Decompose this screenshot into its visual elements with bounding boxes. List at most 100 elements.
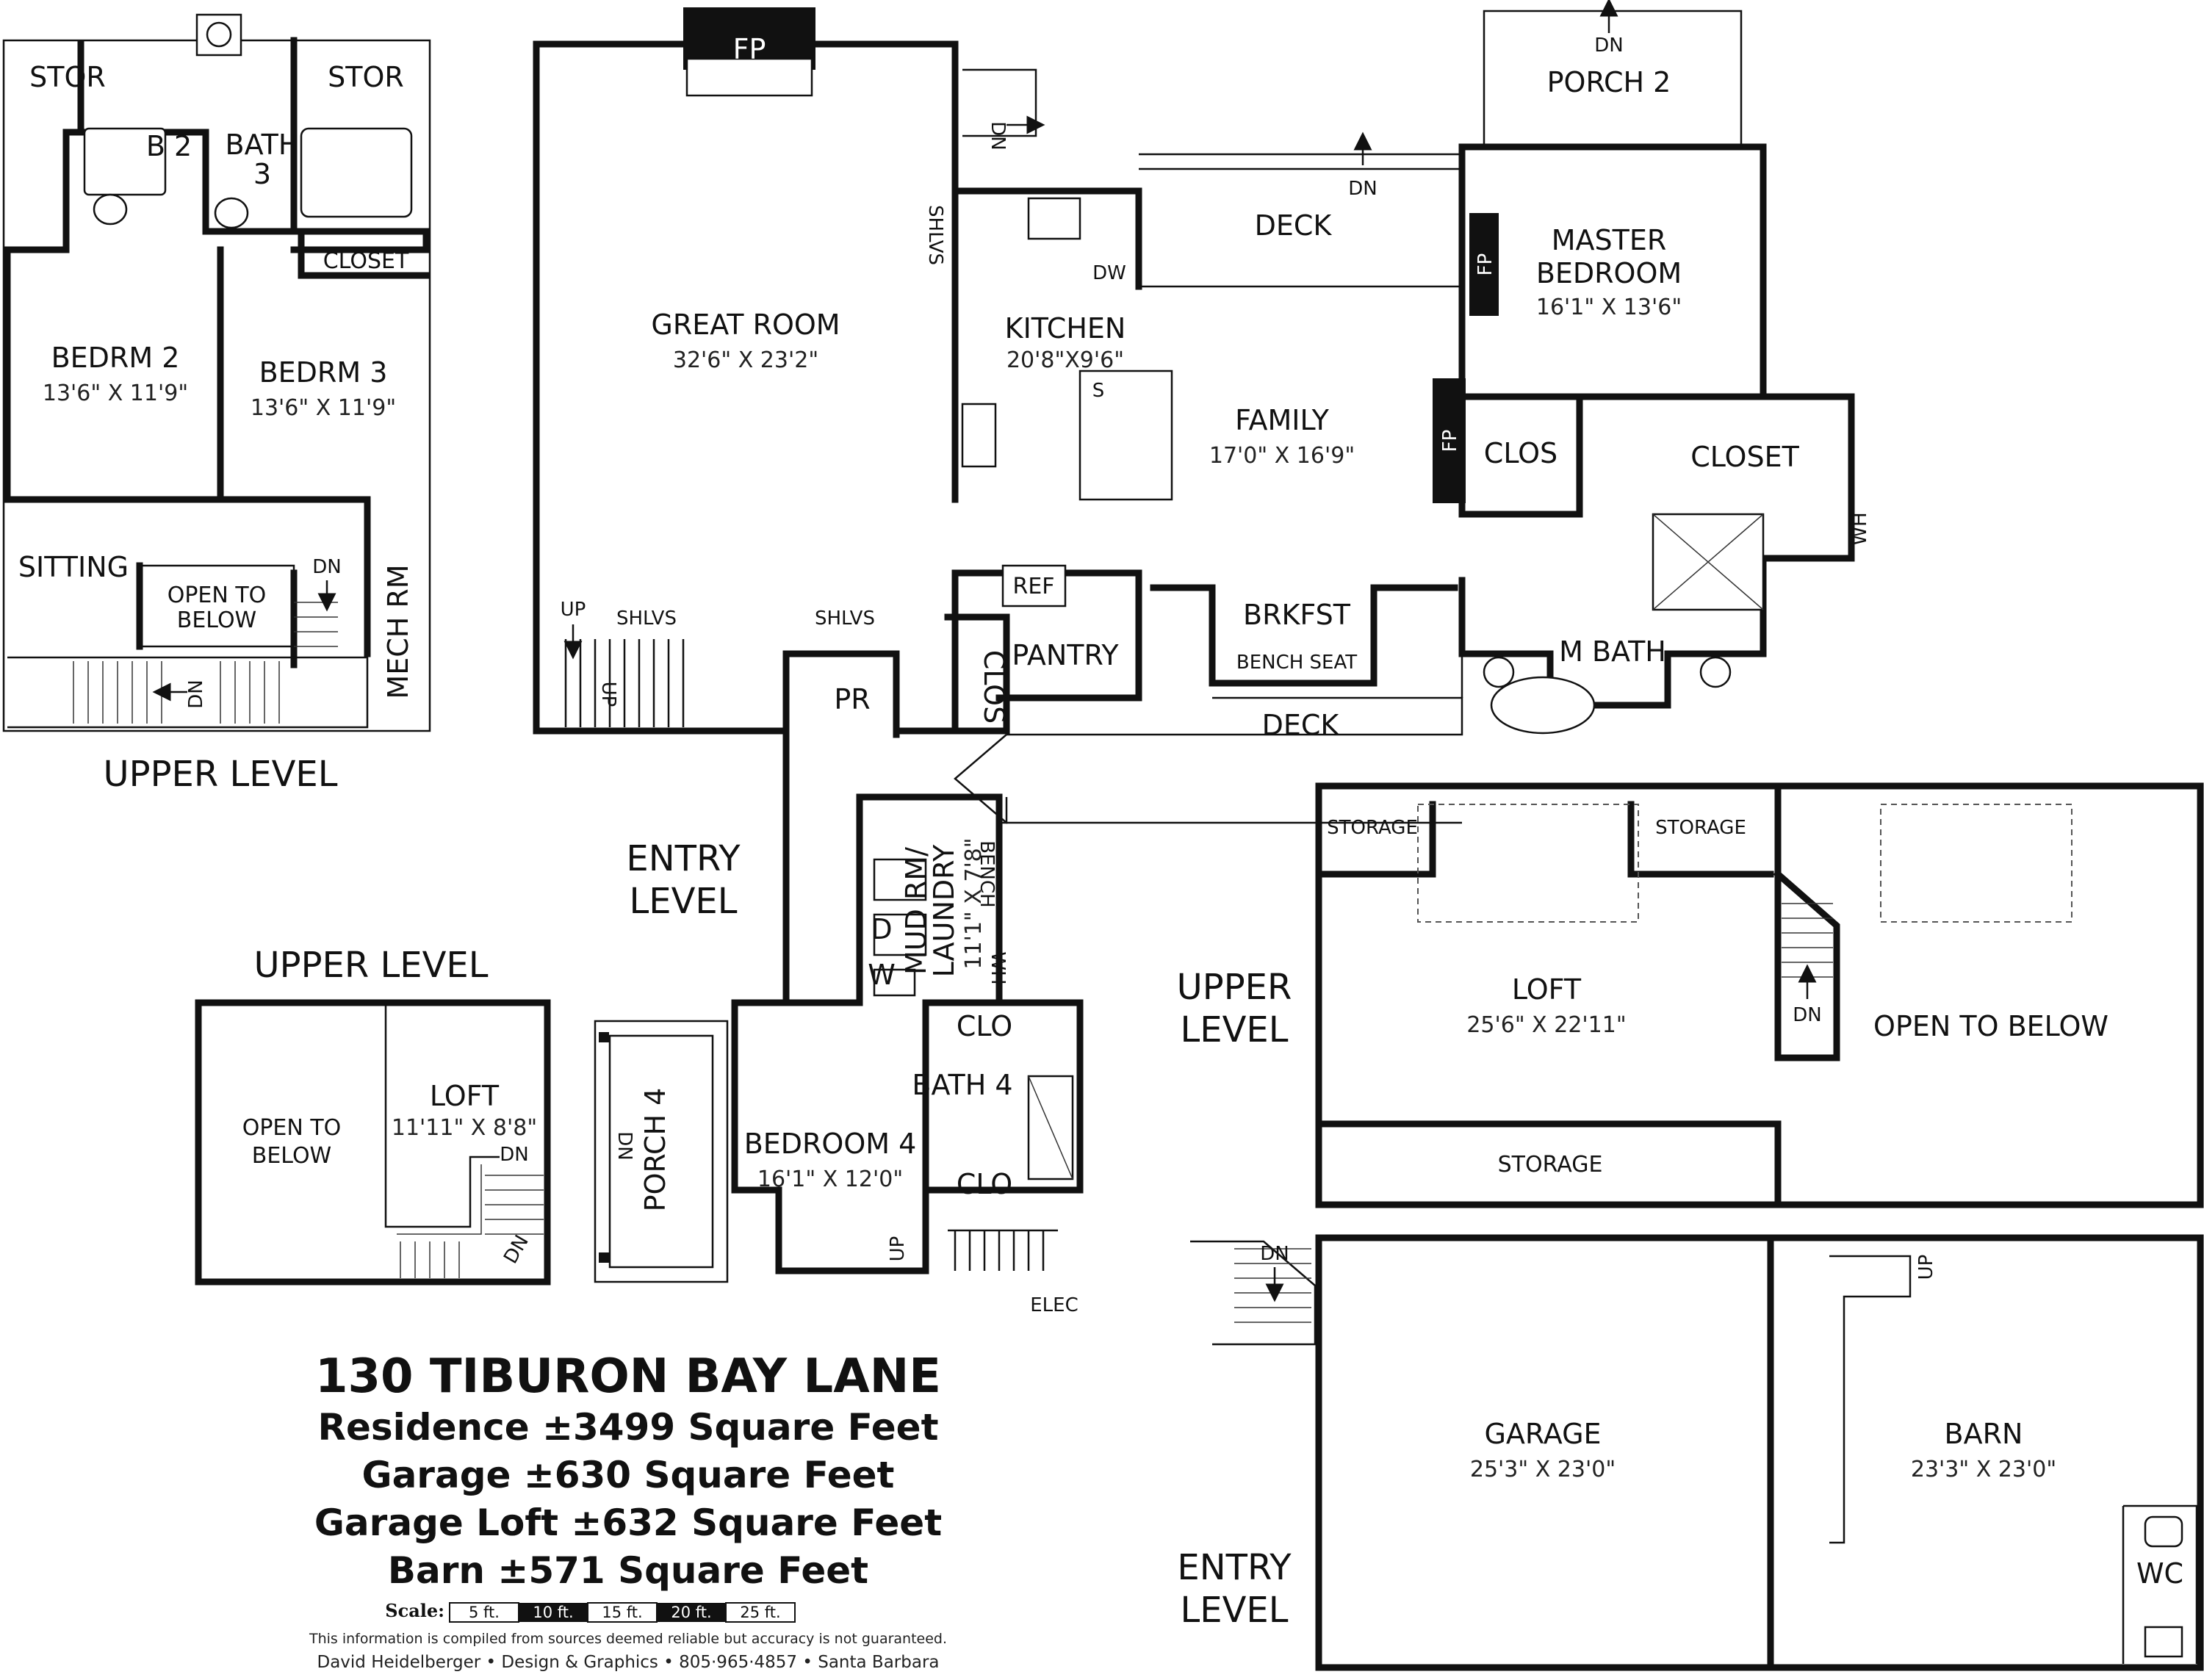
sink-label: S [1092, 380, 1105, 402]
title-block: 130 TIBURON BAY LANE Residence ±3499 Squ… [309, 1349, 947, 1672]
bedroom4-dim: 16'1" X 12'0" [757, 1167, 903, 1192]
dn-porch2-label: DN [1594, 35, 1623, 57]
guest-dn-label-1: DN [500, 1144, 528, 1166]
mud-room-dim: 11'1" X 7'8" [961, 837, 987, 969]
closet-upper-label: CLOSET [323, 248, 409, 274]
scale-tick-20: 20 ft. [671, 1604, 711, 1621]
dn-porch4-label: DN [613, 1131, 635, 1160]
bench-label: BENCH [976, 840, 998, 907]
washer-label: W [868, 959, 896, 991]
porch4-label: PORCH 4 [639, 1088, 671, 1212]
fp-family-label: FP [1439, 430, 1461, 453]
deck-bottom-label: DECK [1262, 709, 1340, 741]
shlvs-stair-label: SHLVS [616, 608, 677, 630]
bedrm3-label: BEDRM 3 [259, 356, 388, 389]
clos-vert-label: CLOS [978, 650, 1010, 724]
scale-label: Scale: [385, 1600, 444, 1621]
scale-tick-15: 15 ft. [602, 1604, 642, 1621]
scale-bar: Scale: 5 ft. 10 ft. 15 ft. 20 ft. 25 ft. [385, 1600, 796, 1623]
garage-entry-level: DN GARAGE 25'3" X 23'0" UP BARN 23'3" X … [1177, 1234, 2204, 1671]
fp-top-label: FP [733, 33, 766, 65]
barn-up-label: UP [1915, 1255, 1937, 1280]
garage-upper-dn-label: DN [1793, 1004, 1821, 1026]
brkfst-label: BRKFST [1243, 599, 1351, 631]
fp-master-label: FP [1474, 253, 1497, 276]
scale-tick-10: 10 ft. [533, 1604, 573, 1621]
guest-dn-label-2: DN [500, 1231, 533, 1267]
elec-label: ELEC [1030, 1294, 1078, 1316]
mud-room-label: MUD RM/LAUNDRY [900, 844, 960, 978]
guest-loft-label: LOFT [430, 1080, 500, 1112]
disclaimer-text: This information is compiled from source… [309, 1631, 947, 1647]
wc-label: WC [2136, 1557, 2183, 1590]
bedrm2-dim: 13'6" X 11'9" [43, 381, 188, 406]
pr-label: PR [834, 683, 870, 715]
great-room-label: GREAT ROOM [651, 309, 840, 341]
dryer-label: D [871, 913, 892, 945]
garage-dn-label: DN [1260, 1243, 1289, 1265]
shlvs-pr-label: SHLVS [815, 608, 875, 630]
clo-top-label: CLO [957, 1010, 1012, 1042]
bath4-label: BATH 4 [912, 1069, 1012, 1101]
dn-upper-label-2: DN [185, 679, 207, 708]
family-label: FAMILY [1235, 404, 1329, 436]
bedrm2-label: BEDRM 2 [51, 342, 180, 374]
great-room-dim: 32'6" X 23'2" [673, 347, 818, 373]
upper-level-title: UPPER LEVEL [104, 754, 338, 795]
bedroom4-label: BEDROOM 4 [744, 1128, 917, 1160]
garage-sqft: Garage ±630 Square Feet [362, 1454, 895, 1496]
barn-sqft: Barn ±571 Square Feet [388, 1549, 868, 1592]
dn-top-label: DN [987, 121, 1009, 150]
storage-left-label: STORAGE [1327, 817, 1418, 839]
stor-right-label: STOR [328, 61, 404, 93]
dw-label: DW [1092, 262, 1126, 284]
dn-deck-label: DN [1348, 178, 1377, 200]
bench-seat-label: BENCH SEAT [1236, 652, 1357, 674]
scale-tick-25: 25 ft. [740, 1604, 780, 1621]
pantry-label: PANTRY [1012, 639, 1119, 671]
credit-text: David Heidelberger • Design & Graphics •… [317, 1653, 939, 1672]
address-title: 130 TIBURON BAY LANE [315, 1349, 941, 1404]
bedrm3-dim: 13'6" X 11'9" [251, 395, 396, 421]
shlvs-great-room-label: SHLVS [924, 205, 946, 265]
master-bedroom-dim: 16'1" X 13'6" [1536, 295, 1682, 320]
garage-upper-level: STORAGE STORAGE LOFT 25'6" X 22'11" DN O… [1177, 782, 2204, 1208]
storage-bottom-label: STORAGE [1498, 1152, 1603, 1178]
barn-label: BARN [1945, 1418, 2023, 1450]
ref-label: REF [1012, 574, 1054, 599]
dn-upper-label-1: DN [312, 556, 341, 578]
scale-tick-5: 5 ft. [469, 1604, 500, 1621]
residence-sqft: Residence ±3499 Square Feet [318, 1406, 939, 1449]
upper-stairs [73, 602, 338, 724]
kitchen-dim: 20'8"X9'6" [1006, 347, 1124, 373]
porch2-label: PORCH 2 [1547, 66, 1671, 98]
m-bath-label: M BATH [1559, 635, 1666, 668]
garage-loft-dim: 25'6" X 22'11" [1466, 1012, 1626, 1038]
barn-dim: 23'3" X 23'0" [1911, 1457, 2056, 1482]
garage-loft-label: LOFT [1512, 973, 1582, 1006]
garage-label: GARAGE [1484, 1418, 1601, 1450]
wh-mud-label: WH [987, 951, 1009, 984]
b2-label: B 2 [146, 130, 192, 162]
up-b4-label: UP [887, 1236, 909, 1262]
mech-rm-label: MECH RM [382, 564, 414, 699]
garage-loft-sqft: Garage Loft ±632 Square Feet [314, 1501, 942, 1544]
sitting-label: SITTING [18, 551, 129, 583]
up-great-room-label: UP [561, 599, 586, 621]
entry-level-main: FP DN SHLVS GREAT ROOM 32'6" X 23'2" KIT… [533, 0, 1871, 1316]
stor-left-label: STOR [29, 61, 106, 93]
wh-master-label: WH [1849, 512, 1871, 545]
storage-right-label: STORAGE [1655, 817, 1746, 839]
up-stair-label: UP [597, 682, 619, 707]
clo-bottom-label: CLO [957, 1168, 1012, 1200]
clos-master-label: CLOS [1484, 437, 1557, 469]
